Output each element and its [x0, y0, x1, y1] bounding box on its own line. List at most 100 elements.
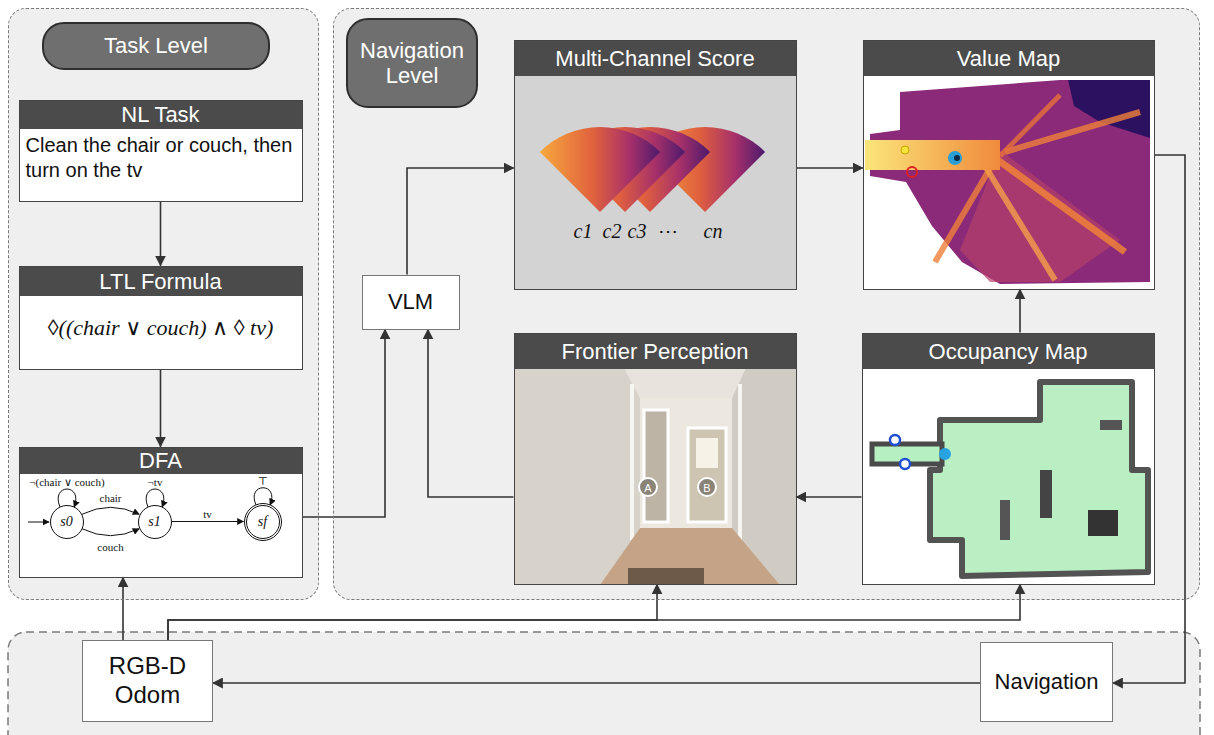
value-ray [995, 158, 1125, 252]
flow-arrow [428, 330, 514, 498]
edge-label: chair [100, 492, 122, 504]
label-anchor: ⊤ [258, 471, 268, 489]
model-box: VLM [362, 275, 460, 330]
label-anchor: chair [100, 488, 122, 506]
flow-arrow [407, 168, 514, 275]
process-box: NL TaskClean the chair or couch, then tu… [19, 100, 303, 202]
label-anchor: tv [203, 504, 212, 522]
label-anchor: ⋯ [658, 221, 678, 242]
process-box: Navigation [980, 642, 1113, 722]
hallway-back [640, 398, 732, 528]
label-anchor: ¬tv [148, 472, 163, 490]
figure-box: Value Map [863, 40, 1155, 290]
door-frame [630, 384, 634, 540]
accept-state-circle: sf [244, 503, 282, 541]
edge-label: tv [203, 508, 212, 520]
start-arrow [28, 522, 49, 523]
hallway-floor [600, 528, 780, 585]
flow-arrow [797, 496, 862, 498]
level-panel: Navigation LevelMulti-Channel ScoreValue… [333, 8, 1200, 600]
obstacle [1000, 500, 1010, 540]
hallway-ground [514, 368, 797, 585]
flow-arrow [303, 330, 386, 518]
box-label: RGB-D Odom [87, 652, 208, 710]
transition-arrow [82, 529, 139, 536]
door-frame [738, 384, 742, 540]
obstacle [1088, 510, 1118, 536]
free-label: c3 [628, 220, 647, 242]
box-header: DFA [20, 448, 302, 474]
flow-arrow [160, 370, 162, 447]
free-label: c1 [574, 220, 593, 242]
free-label: ⊤ [258, 475, 268, 487]
robot-panel [8, 632, 1200, 735]
panel-ground [333, 8, 1200, 600]
obstacle [1040, 470, 1052, 518]
free-label: A [644, 482, 651, 494]
panel-ground [8, 8, 319, 600]
state-circle: s0 [50, 505, 84, 539]
figure-box: Occupancy Map [862, 333, 1155, 585]
box-label: Navigation [995, 669, 1099, 695]
doorway [644, 410, 668, 522]
box-header: LTL Formula [20, 267, 302, 296]
flow-arrow [168, 585, 657, 641]
flow-arrow [168, 585, 1020, 641]
frontier-marker [639, 478, 657, 496]
obstacle [1100, 420, 1122, 430]
flow-arrow [160, 202, 162, 266]
free-label: B [703, 482, 710, 494]
window [696, 438, 718, 468]
free-label: cn [704, 220, 723, 242]
level-badge: Task Level [42, 22, 270, 70]
process-box: LTL Formula◊((chair ∨ couch) ∧ ◊ tv) [19, 266, 303, 370]
box-label: VLM [388, 289, 433, 315]
frontier-dot [890, 435, 900, 445]
value-region [870, 80, 1150, 284]
flow-arrow [1113, 155, 1185, 683]
occupancy-floor [930, 382, 1148, 576]
value-ray [935, 160, 995, 262]
value-corridor [865, 140, 1000, 170]
value-ray [1000, 95, 1060, 156]
frontier-dot [907, 167, 917, 177]
transition-arrow [172, 521, 244, 522]
frontier-dot [900, 459, 910, 469]
figure-box: Frontier Perception [514, 333, 797, 585]
frontier-dot [901, 146, 909, 154]
state-label: s1 [148, 514, 160, 530]
free-label: ¬tv [148, 476, 163, 488]
state-circle: s1 [138, 505, 172, 539]
flow-arrow [213, 682, 980, 684]
state-label: sf [258, 514, 267, 530]
label-anchor: B [703, 478, 710, 496]
box-header: Value Map [864, 41, 1154, 76]
doorway [688, 428, 726, 522]
score-fan [540, 127, 660, 212]
frontier-marker [698, 478, 716, 496]
label-anchor: c3 [628, 221, 647, 242]
dfa-ground [19, 447, 303, 578]
label-anchor: cn [704, 221, 723, 242]
free-label: ¬(chair ∨ couch) [29, 476, 104, 488]
free-label: c2 [603, 220, 622, 242]
value-ray [985, 166, 1055, 280]
robot-marker [948, 151, 962, 165]
box-header: Frontier Perception [515, 334, 796, 369]
box-header: Occupancy Map [863, 334, 1154, 369]
value-map-ground [863, 75, 1155, 290]
flow-arrow [122, 578, 124, 641]
box-header: NL Task [20, 101, 302, 129]
state-label: s0 [60, 514, 72, 530]
rug [628, 568, 704, 585]
sensor-box: RGB-D Odom [82, 640, 213, 722]
box-body: ◊((chair ∨ couch) ∧ ◊ tv) [20, 296, 302, 346]
box-header: Multi-Channel Score [515, 41, 796, 76]
automaton-box: DFA s0 s1 sf [19, 447, 303, 578]
transition-arrow [82, 507, 139, 514]
flow-arrow [797, 167, 863, 169]
figure-box: Multi-Channel Score [514, 40, 797, 290]
label-anchor: c2 [603, 221, 622, 242]
hallway-wall [514, 368, 640, 585]
